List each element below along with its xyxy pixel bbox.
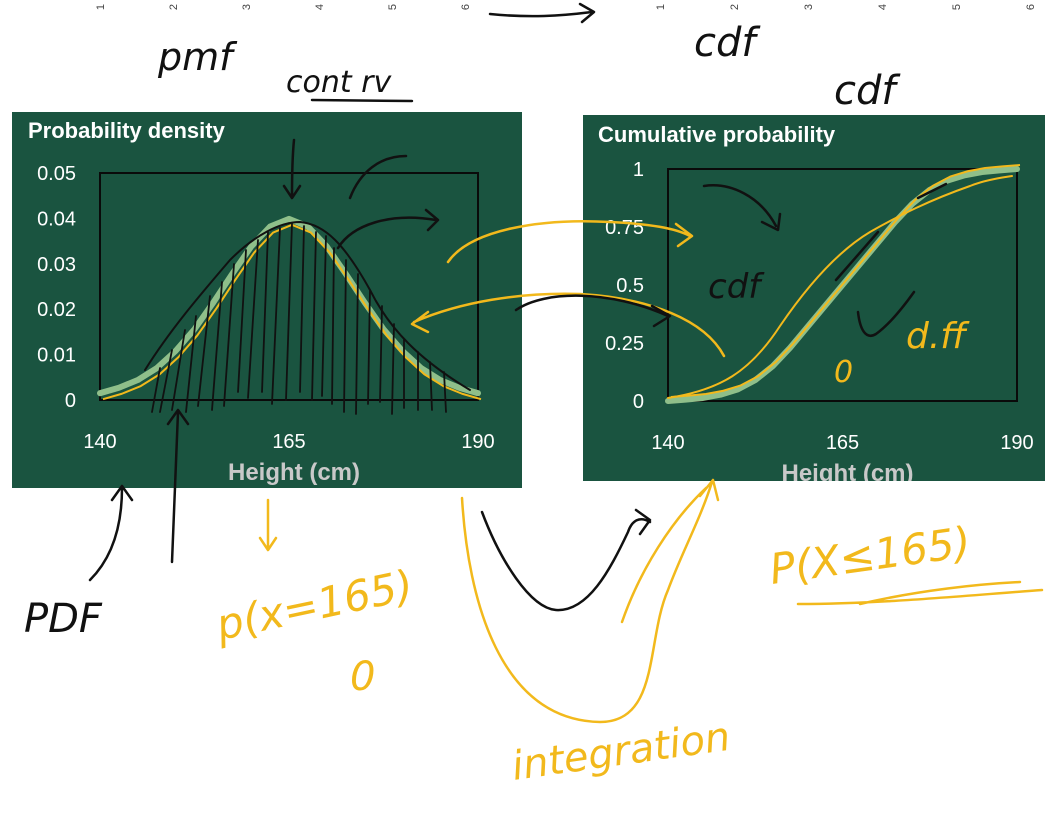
data-point	[998, 169, 1001, 172]
yellow-trace	[670, 164, 1021, 398]
ruler-tick-label: 2	[729, 4, 741, 10]
x-tick-label: 165	[826, 432, 859, 454]
ruler-tick-label: 2	[168, 4, 180, 10]
data-point	[212, 301, 215, 304]
data-point	[269, 225, 271, 228]
data-point	[193, 328, 196, 330]
cdf-chart-title: Cumulative probability	[598, 122, 836, 147]
pdf-chart-panel: Probability density 0 0.01 0.02 0.03 0.04 0.0…	[12, 112, 522, 488]
data-point	[963, 174, 966, 177]
y-tick-label: 0.03	[37, 254, 76, 276]
data-point	[326, 245, 328, 248]
y-tick-label: 0.02	[37, 299, 76, 321]
ruler-tick-label: 3	[803, 4, 815, 10]
ruler-tick-label: 6	[1025, 4, 1037, 10]
data-point	[1016, 168, 1018, 170]
y-tick-label: 0.04	[37, 208, 76, 230]
ruler-tick-label: 3	[241, 4, 253, 10]
y-tick-label: 0	[633, 391, 644, 413]
data-point	[458, 386, 460, 389]
ruler-tick-label: 4	[877, 4, 889, 10]
data-point	[702, 397, 704, 399]
data-point	[684, 398, 687, 401]
data-point	[946, 179, 948, 182]
y-tick-label: 0.25	[605, 333, 644, 355]
x-tick-label: 140	[83, 431, 116, 453]
data-point	[719, 393, 722, 396]
y-tick-label: 0.05	[37, 163, 76, 185]
y-tick-label: 0.5	[616, 275, 644, 297]
ruler-tick-label: 5	[951, 4, 963, 10]
ruler-left: 1 2 3 4 5 6	[95, 4, 472, 10]
ruler-tick-label: 1	[95, 4, 107, 10]
data-point	[99, 392, 101, 394]
data-point	[288, 218, 290, 220]
data-point	[667, 400, 669, 402]
y-tick-label: 0	[65, 390, 76, 412]
data-point	[439, 379, 442, 381]
y-tick-label: 1	[633, 159, 644, 181]
series-line	[97, 215, 481, 397]
data-point	[754, 379, 757, 381]
pdf-chart-title: Probability density	[28, 118, 225, 143]
data-point	[981, 171, 983, 173]
x-axis-label: Height (cm)	[782, 460, 914, 481]
data-point	[420, 367, 423, 370]
ruler-right: 1 2 3 4 5 6	[655, 4, 1037, 10]
ruler-tick-label: 1	[655, 4, 667, 10]
x-tick-label: 190	[1000, 432, 1033, 454]
ruler-tick-label: 6	[460, 4, 472, 10]
data-point	[737, 388, 739, 391]
x-tick-label: 190	[461, 431, 494, 453]
data-point	[307, 225, 309, 228]
data-point	[231, 272, 234, 275]
cdf-chart-panel: Cumulative probability 0 0.25 0.5 0.75 1 140 1…	[583, 115, 1045, 481]
data-point	[174, 350, 177, 352]
x-tick-label: 165	[272, 431, 305, 453]
data-point	[477, 392, 479, 394]
data-point	[137, 379, 139, 381]
data-point	[155, 367, 158, 370]
x-axis-label: Height (cm)	[228, 459, 360, 486]
y-tick-label: 0.75	[605, 217, 644, 239]
data-point	[118, 386, 120, 389]
ruler-tick-label: 5	[387, 4, 399, 10]
x-tick-label: 140	[651, 432, 684, 454]
data-point	[250, 245, 252, 248]
ruler-tick-label: 4	[314, 4, 326, 10]
yellow-trace	[102, 223, 482, 401]
y-tick-label: 0.01	[37, 345, 76, 367]
